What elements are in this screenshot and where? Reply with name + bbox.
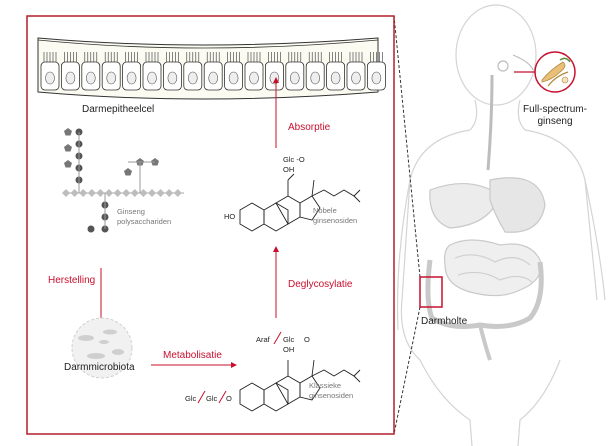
sugar-unit-diamond — [173, 189, 182, 197]
microbiota-icon — [71, 317, 133, 379]
epithelial-cell — [346, 52, 366, 91]
classic-chem-glc-top: Glc — [283, 335, 295, 344]
classic-cleave-mark-top — [273, 331, 282, 345]
polysaccharide-label-1: Ginseng — [117, 207, 145, 216]
bacterium — [112, 349, 124, 355]
epithelial-cell — [81, 52, 101, 91]
classic-chem-glc-bottom: Glc — [185, 394, 197, 403]
absorption-label: Absorptie — [288, 122, 331, 133]
epithelial-cell — [162, 52, 182, 91]
deglycosylation-label: Deglycosylatie — [288, 279, 353, 290]
cell-label: Darmepitheelcel — [82, 104, 154, 115]
ginseng-root-icon — [534, 51, 576, 93]
sugar-unit-diamond — [113, 189, 122, 197]
polysaccharide-label-2: polysacchariden — [117, 217, 171, 226]
ginseng-label-2: ginseng — [537, 116, 572, 127]
noble-chem-glc: Glc -O — [283, 155, 305, 164]
classic-label-2: ginsenosiden — [309, 391, 353, 400]
bacterium — [78, 335, 94, 341]
noble-label-2: ginsenosiden — [313, 216, 357, 225]
epithelial-cell — [40, 52, 60, 91]
sugar-unit-diamond — [87, 189, 96, 197]
sugar-unit-diamond — [148, 189, 156, 197]
sugar-unit-diamond — [130, 189, 139, 197]
epithelial-cell — [305, 52, 325, 91]
classic-cleave-mark-2 — [218, 390, 227, 404]
sugar-unit-pentagon — [64, 144, 72, 152]
classic-ginsenoside-structure — [239, 359, 361, 412]
epithelial-cell — [183, 52, 203, 91]
sugar-unit-diamond — [105, 189, 113, 197]
sugar-unit-pentagon — [124, 168, 132, 176]
zoom-line-top — [393, 15, 421, 278]
sugar-unit-diamond — [70, 189, 79, 197]
sugar-unit-diamond — [139, 189, 148, 197]
noble-chem-ho: HO — [224, 212, 235, 221]
zoom-line-bottom — [393, 306, 421, 435]
sugar-unit-pentagon — [64, 160, 72, 168]
microbiota-label: Darmmicrobiota — [64, 362, 135, 373]
colon-highlight-box — [419, 276, 443, 308]
polysaccharide-structure — [62, 128, 184, 233]
restoration-label: Herstelling — [48, 275, 95, 286]
metabolization-label: Metabolisatie — [163, 350, 222, 361]
sugar-unit-diamond — [122, 189, 131, 197]
sugar-unit-diamond — [165, 189, 174, 197]
epithelial-cell — [61, 52, 80, 91]
classic-chem-o-top: O — [304, 335, 310, 344]
epithelial-cells — [37, 37, 386, 100]
epithelial-cell — [264, 52, 284, 91]
epithelial-cell — [224, 52, 244, 91]
noble-ginsenoside-structure — [239, 173, 361, 232]
bacterium — [103, 329, 117, 335]
sugar-unit-circle — [87, 225, 95, 233]
human-body-illustration — [396, 4, 606, 446]
classic-cleave-mark-1 — [197, 390, 206, 404]
epithelial-cell — [244, 52, 264, 91]
sugar-unit-diamond — [62, 189, 70, 197]
epithelial-cell — [285, 52, 305, 91]
epithelial-cell — [101, 52, 121, 91]
sugar-unit-diamond — [96, 189, 105, 197]
bacterium — [87, 353, 105, 359]
epithelial-cell — [122, 52, 141, 91]
epithelial-cell — [366, 52, 386, 91]
epithelial-cell — [142, 52, 162, 91]
colon-label: Darmholte — [421, 316, 468, 327]
ginseng-label-1: Full-spectrum- — [523, 104, 587, 115]
classic-chem-o-bottom: O — [226, 394, 232, 403]
classic-chem-oh: OH — [283, 345, 294, 354]
sugar-unit-diamond — [156, 189, 165, 197]
sugar-unit-diamond — [79, 189, 88, 197]
classic-label-1: Klassieke — [309, 381, 341, 390]
classic-chem-araf: Araf — [256, 335, 271, 344]
bacterium — [99, 340, 109, 344]
epithelial-cell — [326, 52, 346, 91]
noble-label-1: Nobele — [313, 206, 337, 215]
sugar-unit-pentagon — [64, 128, 72, 136]
epithelial-cell — [203, 52, 223, 91]
classic-chem-glc-bottom2: Glc — [206, 394, 218, 403]
noble-chem-oh: OH — [283, 165, 294, 174]
